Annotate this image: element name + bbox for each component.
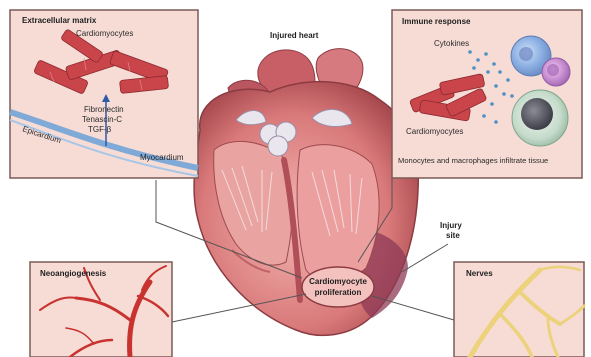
panel-neoangiogenesis: Neoangiogenesis — [30, 262, 172, 357]
center-label-line2: proliferation — [315, 288, 362, 297]
ecm-factor1: Fibronectin — [84, 105, 124, 114]
panel-nerves: Nerves — [454, 262, 584, 357]
center-label-line1: Cardiomyocyte — [309, 277, 367, 286]
proliferation-oval — [302, 267, 374, 307]
panel-extracellular-matrix: Epicardium Extracellular matrix Cardiomy… — [10, 10, 198, 178]
macrophage-nucleus — [521, 98, 553, 130]
neoangiogenesis-title: Neoangiogenesis — [40, 269, 107, 278]
ecm-myocardium-label: Myocardium — [140, 153, 184, 162]
immune-title: Immune response — [402, 17, 471, 26]
ecm-cells-label: Cardiomyocytes — [76, 29, 133, 38]
ecm-title: Extracellular matrix — [22, 16, 97, 25]
ecm-factor3: TGF-β — [88, 125, 112, 134]
ecm-factor2: Tenascin-C — [82, 115, 122, 124]
injury-label-line2: site — [446, 231, 460, 240]
immune-caption: Monocytes and macrophages infiltrate tis… — [398, 156, 548, 165]
cytokines-label: Cytokines — [434, 39, 469, 48]
panel-immune-response: Immune response Cytokines Cardiomyocytes… — [392, 10, 582, 178]
immune-cells-label: Cardiomyocytes — [406, 127, 463, 136]
heart-title: Injured heart — [270, 31, 319, 40]
nerves-title: Nerves — [466, 269, 493, 278]
injury-label-line1: Injury — [440, 221, 462, 230]
